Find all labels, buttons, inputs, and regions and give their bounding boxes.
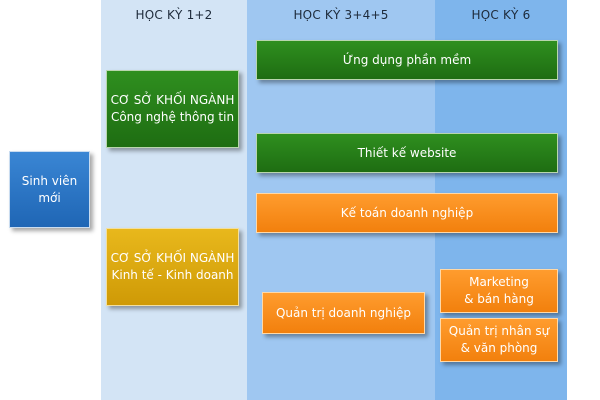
major-software-applications-label: Ứng dụng phần mềm xyxy=(342,52,472,67)
major-business-management-label: Quản trị doanh nghiệp xyxy=(275,305,412,320)
column-semester-1-2: HỌC KỲ 1+2 xyxy=(101,0,247,400)
major-web-design-label: Thiết kế website xyxy=(357,145,457,160)
major-web-design-box: Thiết kế website xyxy=(256,133,558,173)
major-hr-office-label: Quản trị nhân sự & văn phòng xyxy=(448,324,550,355)
major-accounting-label: Kế toán doanh nghiệp xyxy=(340,205,474,220)
column-header-semester-3-4-5: HỌC KỲ 3+4+5 xyxy=(293,8,389,22)
foundation-business-box: CƠ SỞ KHỐI NGÀNH Kinh tế - Kinh doanh xyxy=(106,228,239,306)
column-header-semester-6: HỌC KỲ 6 xyxy=(471,8,531,22)
major-business-management-box: Quản trị doanh nghiệp xyxy=(262,292,425,334)
foundation-business-label: CƠ SỞ KHỐI NGÀNH Kinh tế - Kinh doanh xyxy=(110,251,235,282)
major-hr-office-box: Quản trị nhân sự & văn phòng xyxy=(440,318,558,362)
foundation-it-box: CƠ SỞ KHỐI NGÀNH Công nghệ thông tin xyxy=(106,70,239,148)
foundation-it-label: CƠ SỞ KHỐI NGÀNH Công nghệ thông tin xyxy=(110,93,235,124)
major-marketing-box: Marketing & bán hàng xyxy=(440,269,558,313)
major-marketing-label: Marketing & bán hàng xyxy=(464,275,534,306)
major-accounting-box: Kế toán doanh nghiệp xyxy=(256,193,558,233)
column-header-semester-1-2: HỌC KỲ 1+2 xyxy=(135,8,213,22)
new-student-label: Sinh viên mới xyxy=(21,173,78,205)
new-student-box: Sinh viên mới xyxy=(9,151,90,228)
major-software-applications-box: Ứng dụng phần mềm xyxy=(256,40,558,80)
